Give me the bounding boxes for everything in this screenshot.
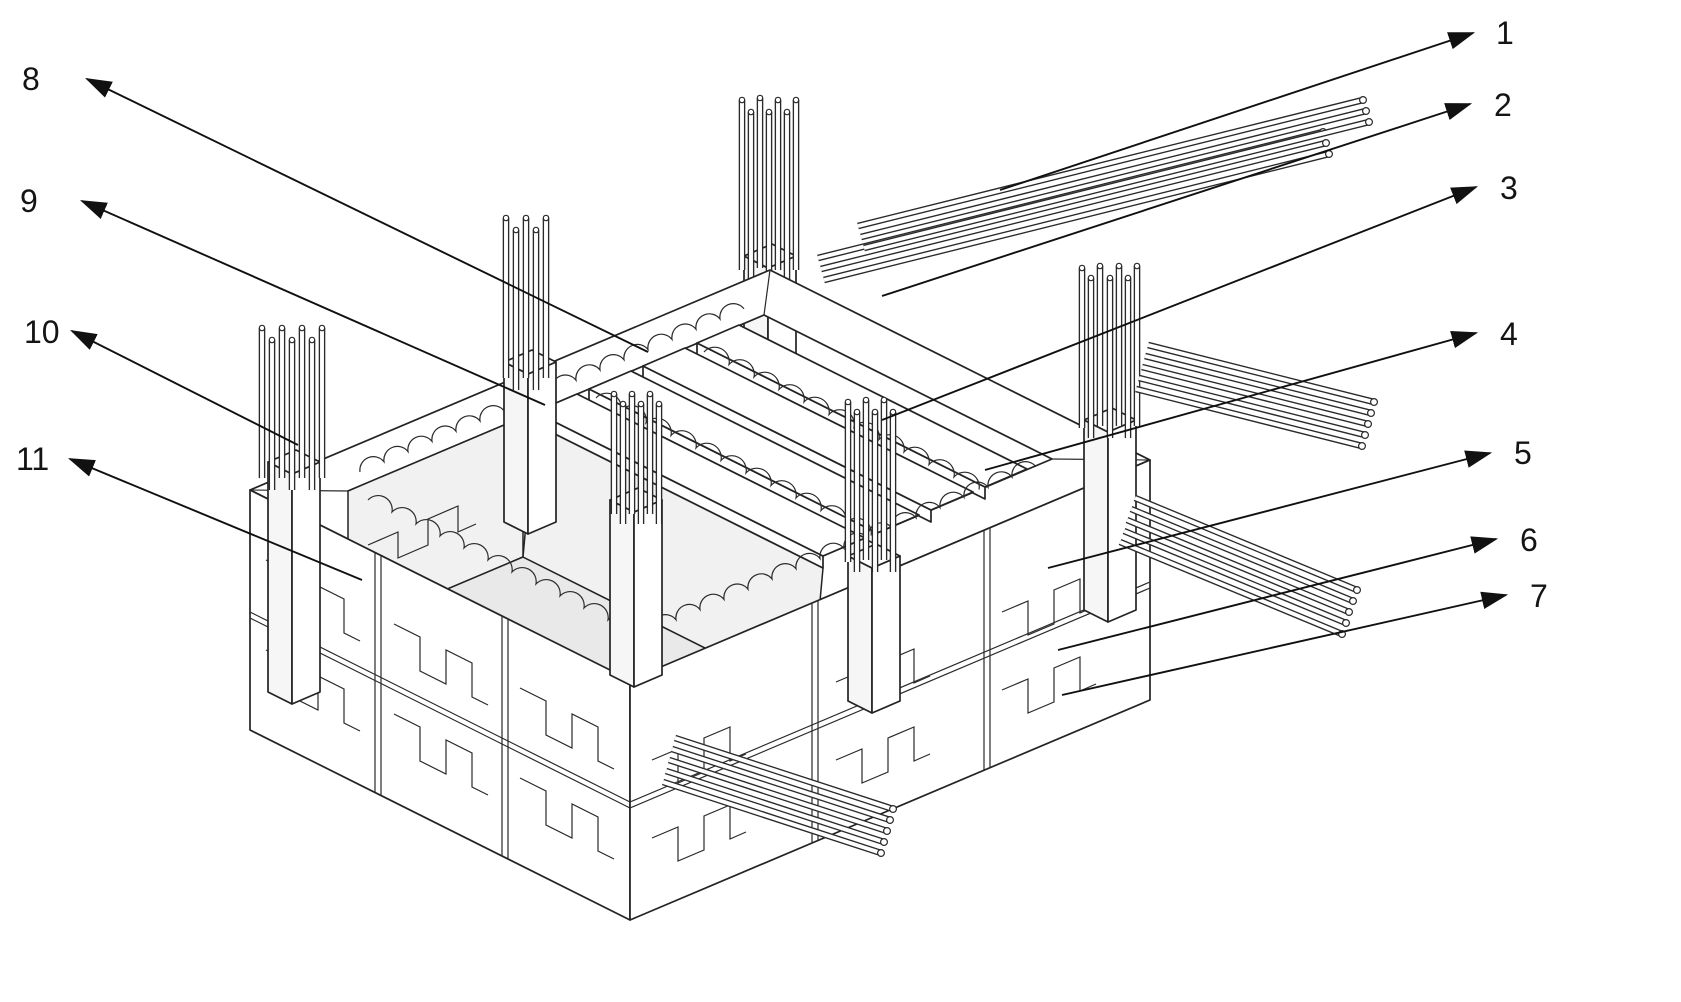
- callout-10: 10: [24, 314, 299, 446]
- callout-5: 5: [1047, 435, 1532, 569]
- loop-row-front-left: [367, 494, 633, 633]
- callout-1: 1: [999, 15, 1514, 191]
- callout-4-label: 4: [1500, 316, 1518, 352]
- callout-4: 4: [984, 316, 1518, 471]
- callout-11-label: 11: [16, 441, 49, 477]
- callout-2-label: 2: [1494, 87, 1512, 123]
- callout-9-leader: [79, 200, 546, 406]
- callout-2: 2: [881, 87, 1512, 297]
- callout-6-label: 6: [1520, 522, 1538, 558]
- callout-1-leader: [999, 32, 1476, 191]
- callout-10-leader: [70, 330, 299, 446]
- column-front-right: [847, 543, 901, 714]
- callout-2-leader: [881, 103, 1473, 297]
- callout-7-label: 7: [1530, 578, 1548, 614]
- callouts: 1 2 3 4 5 6 7 8: [16, 15, 1548, 696]
- deck-planks: [534, 324, 1028, 569]
- callout-9-label: 9: [20, 183, 38, 219]
- callout-8: 8: [22, 61, 649, 353]
- rebar-bundle-right: [1079, 263, 1139, 438]
- callout-7: 7: [1061, 578, 1548, 696]
- rebar-bundle-far-left: [259, 325, 324, 490]
- callout-3-label: 3: [1500, 170, 1518, 206]
- callout-10-label: 10: [24, 314, 60, 350]
- callout-9: 9: [20, 183, 546, 406]
- strand-group-top-right: [818, 97, 1372, 280]
- callout-4-leader: [984, 331, 1479, 471]
- column-front-center: [609, 487, 663, 688]
- callout-6-leader: [1057, 536, 1499, 651]
- callout-11-leader: [67, 458, 363, 581]
- callout-5-label: 5: [1514, 435, 1532, 471]
- callout-7-leader: [1061, 591, 1509, 696]
- callout-1-label: 1: [1496, 15, 1514, 51]
- callout-3-leader: [881, 186, 1479, 421]
- callout-6: 6: [1057, 522, 1538, 651]
- rebar-bundle-back-column: [739, 95, 798, 282]
- callout-3: 3: [881, 170, 1518, 421]
- deck-plank-3: [588, 370, 920, 534]
- callout-8-label: 8: [22, 61, 40, 97]
- deck-plank-1: [696, 324, 1028, 488]
- callout-8-leader: [85, 78, 649, 353]
- callout-5-leader: [1047, 450, 1493, 569]
- loop-row-divider: [651, 461, 1037, 631]
- strand-group-right-upper: [1136, 345, 1377, 449]
- callout-11: 11: [16, 441, 363, 581]
- loop-row-plank-3: [595, 392, 872, 536]
- interior-shear-key-pattern: [367, 505, 477, 559]
